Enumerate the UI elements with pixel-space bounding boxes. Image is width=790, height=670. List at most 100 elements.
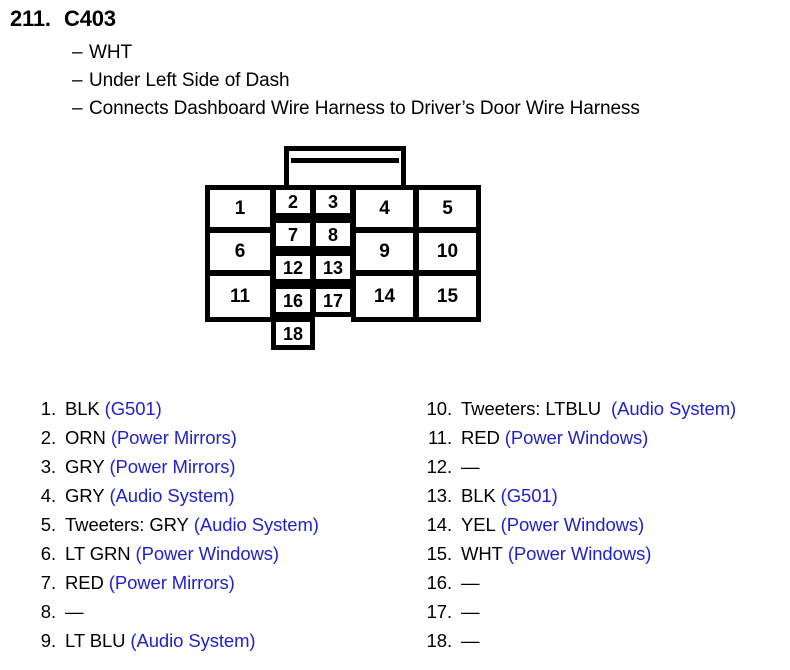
pin-cell-10: 10 bbox=[414, 228, 481, 275]
wire-color-label: RED bbox=[65, 572, 104, 593]
pin-list-index: 14. bbox=[426, 514, 453, 535]
circuit-name-label: (Audio System) bbox=[130, 630, 256, 651]
pin-list-body: YEL(Power Windows) bbox=[461, 514, 644, 536]
pin-number-label: 2 bbox=[287, 191, 298, 212]
pin-list-item: 4.GRY(Audio System) bbox=[22, 485, 319, 514]
pin-list-item: 10. Tweeters: LTBLU(Audio System) bbox=[418, 398, 737, 427]
pin-cell-1: 1 bbox=[205, 185, 275, 232]
wire-color-label: YEL bbox=[461, 514, 496, 535]
connector-number: 211. bbox=[10, 6, 51, 31]
circuit-name-label: (Power Windows) bbox=[507, 543, 652, 564]
pin-number-label: 11 bbox=[229, 286, 251, 307]
pin-cell-6: 6 bbox=[205, 228, 275, 275]
wire-color-label: LT GRN bbox=[65, 543, 131, 564]
pin-list-index: 16. bbox=[426, 572, 453, 593]
pin-cell-14: 14 bbox=[351, 271, 418, 322]
pin-list-item: 9.LT BLU(Audio System) bbox=[22, 630, 319, 659]
pin-number-label: 10 bbox=[436, 241, 459, 262]
pin-list-body: LT GRN(Power Windows) bbox=[65, 543, 279, 565]
description-line-connects: –Connects Dashboard Wire Harness to Driv… bbox=[72, 98, 640, 120]
pin-number-label: 7 bbox=[287, 224, 298, 245]
circuit-name-label: (Audio System) bbox=[611, 398, 737, 419]
pin-number-label: 13 bbox=[322, 257, 344, 278]
pin-list-body: — bbox=[461, 630, 480, 652]
circuit-name-label: (Power Windows) bbox=[504, 427, 649, 448]
pin-list-item: 11.RED(Power Windows) bbox=[418, 427, 736, 456]
pin-cell-11: 11 bbox=[205, 271, 275, 322]
pin-list-index: 8. bbox=[40, 601, 56, 622]
pin-number-label: 9 bbox=[379, 241, 390, 262]
pin-cell-4: 4 bbox=[351, 185, 418, 232]
pin-list-body: RED(Power Mirrors) bbox=[65, 572, 235, 594]
pin-list-item: 17. — bbox=[418, 601, 736, 630]
circuit-name-label: (Power Windows) bbox=[500, 514, 645, 535]
pin-list-body: — bbox=[461, 456, 480, 478]
pin-cell-17: 17 bbox=[311, 284, 355, 317]
pin-list-body: — bbox=[461, 572, 480, 594]
pin-list-body: BLK(G501) bbox=[65, 398, 162, 420]
page-title: 211. C403 bbox=[10, 6, 116, 32]
connector-latch-slot-icon bbox=[291, 158, 399, 163]
pin-unused-dash: — bbox=[461, 630, 480, 651]
wire-color-label: GRY bbox=[65, 456, 105, 477]
pin-unused-dash: — bbox=[461, 601, 480, 622]
pin-list-item: 1. BLK(G501) bbox=[22, 398, 319, 427]
pin-list-index: 7. bbox=[40, 572, 56, 593]
pin-list-item: 2.ORN(Power Mirrors) bbox=[22, 427, 319, 456]
pin-list-right-column: 10. Tweeters: LTBLU(Audio System) 11.RED(P… bbox=[418, 398, 737, 659]
pin-number-label: 15 bbox=[436, 286, 459, 307]
pin-cell-5: 5 bbox=[414, 185, 481, 232]
pin-number-label: 8 bbox=[327, 224, 338, 245]
pin-number-label: 14 bbox=[373, 286, 396, 307]
dash-bullet-icon: – bbox=[72, 98, 83, 119]
circuit-name-label: (Power Mirrors) bbox=[109, 456, 236, 477]
pin-cell-18: 18 bbox=[271, 317, 315, 350]
pin-number-label: 5 bbox=[442, 198, 453, 219]
pin-list-index: 5. bbox=[40, 514, 56, 535]
pin-unused-dash: — bbox=[461, 456, 480, 477]
pin-list-body: Tweeters: LTBLU(Audio System) bbox=[461, 398, 736, 420]
pin-list-index: 2. bbox=[40, 427, 56, 448]
wire-color-label: WHT bbox=[461, 543, 503, 564]
pin-list-item: 7. RED(Power Mirrors) bbox=[22, 572, 319, 601]
pin-number-label: 12 bbox=[282, 257, 304, 278]
pin-list-index: 12. bbox=[426, 456, 453, 477]
pin-list-body: WHT(Power Windows) bbox=[461, 543, 651, 565]
pin-number-label: 18 bbox=[282, 323, 304, 344]
pin-list-item: 13.BLK(G501) bbox=[418, 485, 736, 514]
pin-list-body: — bbox=[461, 601, 480, 623]
pin-list-index: 10. bbox=[426, 398, 453, 419]
pin-number-label: 4 bbox=[379, 198, 390, 219]
pin-unused-dash: — bbox=[65, 601, 84, 622]
pin-list-index: 11. bbox=[427, 427, 452, 448]
pin-list-index: 1. bbox=[40, 398, 56, 419]
circuit-name-label: (Power Mirrors) bbox=[108, 572, 235, 593]
pin-list-body: Tweeters: GRY(Audio System) bbox=[65, 514, 319, 536]
wire-color-label: BLK bbox=[65, 398, 100, 419]
pin-number-label: 1 bbox=[234, 198, 246, 219]
description-text: Under Left Side of Dash bbox=[89, 70, 290, 91]
circuit-name-label: (Power Mirrors) bbox=[110, 427, 237, 448]
pin-list-left-column: 1.BLK(G501)2.ORN(Power Mirrors)3.GRY(Pow… bbox=[22, 398, 319, 659]
pin-list-body: GRY(Power Mirrors) bbox=[65, 456, 236, 478]
dash-bullet-icon: – bbox=[72, 42, 83, 63]
pin-list-index: 13. bbox=[426, 485, 453, 506]
circuit-name-label: (Audio System) bbox=[109, 485, 235, 506]
pin-list-index: 17. bbox=[426, 601, 453, 622]
wire-color-label: BLK bbox=[461, 485, 496, 506]
pin-cell-16: 16 bbox=[271, 284, 315, 317]
dash-bullet-icon: – bbox=[72, 70, 83, 91]
pin-list-item: 18. — bbox=[418, 630, 736, 659]
pin-list-index: 4. bbox=[40, 485, 56, 506]
pin-list-item: 12. — bbox=[418, 456, 736, 485]
pin-number-label: 6 bbox=[234, 241, 246, 262]
pin-cell-2: 2 bbox=[271, 185, 315, 218]
pin-cell-9: 9 bbox=[351, 228, 418, 275]
pin-list-index: 18. bbox=[426, 630, 453, 651]
description-line-wire-color: –WHT bbox=[72, 42, 132, 64]
pin-cell-13: 13 bbox=[311, 251, 355, 284]
pin-list-index: 9. bbox=[40, 630, 56, 651]
connector-code: C403 bbox=[64, 6, 116, 31]
description-text: Connects Dashboard Wire Harness to Drive… bbox=[89, 98, 640, 119]
